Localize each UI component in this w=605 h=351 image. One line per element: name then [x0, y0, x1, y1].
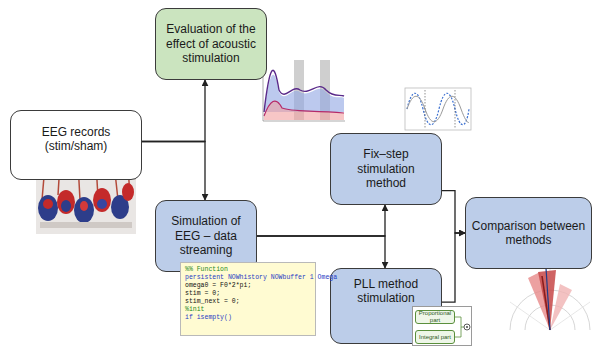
- sum-node: [464, 324, 470, 330]
- sum-dot: [466, 326, 468, 328]
- evaluation-plot-part: [264, 101, 344, 120]
- code-line: omega0 = F0*2*pi;: [185, 282, 311, 290]
- sine-picture-part: [407, 96, 469, 122]
- controller-label: Proportional part: [416, 310, 454, 324]
- process-box: Fix–step stimulation method: [330, 133, 442, 205]
- pll-block-picture: Proportional partIntegral part: [412, 306, 472, 346]
- input-box: EEG records (stim/sham): [10, 110, 142, 180]
- code-line: %init: [185, 306, 311, 314]
- eeg-photo-part: [43, 199, 53, 209]
- evaluation-plot-part: [264, 101, 344, 116]
- controller-label: Integral part: [419, 334, 451, 341]
- sine-picture: [405, 88, 471, 130]
- eeg-photo-part: [38, 195, 58, 221]
- connector-arrow: [142, 142, 205, 201]
- sine-picture-part: [425, 90, 455, 128]
- code-line: if isempty(): [185, 314, 311, 322]
- box-label: Fix–step stimulation method: [336, 147, 436, 190]
- output-box: Comparison between methods: [465, 197, 592, 269]
- box-label: Simulation of EEG – data streaming: [161, 214, 251, 257]
- code-line: %% Function: [185, 266, 311, 274]
- polar-plot: [500, 262, 592, 332]
- code-line: stim_next = 0;: [185, 298, 311, 306]
- evaluation-plot-part: [262, 58, 346, 122]
- polar-plot-part: [546, 268, 550, 330]
- box-label: Comparison between methods: [471, 219, 586, 248]
- controller-box: Proportional part: [415, 310, 455, 324]
- connector-arrow: [142, 80, 205, 142]
- connector-arrow: [442, 233, 465, 302]
- evaluation-box: Evaluation of the effect of acoustic sti…: [155, 8, 267, 80]
- controller-box: Integral part: [415, 330, 455, 344]
- connector-arrow: [257, 205, 385, 236]
- evaluation-plot: [262, 58, 346, 122]
- box-label: PLL method stimulation: [336, 277, 436, 306]
- evaluation-plot-part: [263, 59, 345, 121]
- eeg-photo-part: [40, 222, 132, 228]
- polar-plot-part: [550, 284, 572, 330]
- eeg-photo-part: [61, 200, 71, 212]
- sine-picture-part: [407, 93, 469, 125]
- code-snippet: %% Functionpersistent NOWhistory NOWbuff…: [180, 262, 316, 336]
- pll-wire: [455, 317, 464, 337]
- code-line: stim = 0;: [185, 290, 311, 298]
- eeg-photo-part: [122, 183, 134, 201]
- eeg-photo-part: [74, 197, 94, 223]
- box-label: EEG records (stim/sham): [16, 125, 136, 154]
- eeg-photo-part: [57, 190, 75, 214]
- connector-arrow: [442, 191, 465, 233]
- sine-picture-part: [405, 88, 471, 130]
- polar-plot-part: [510, 266, 590, 330]
- evaluation-plot-part: [264, 70, 344, 112]
- eeg-photo-part: [80, 201, 88, 211]
- code-line: persistent NOWhistory NOWbuffer 1 Omega: [185, 274, 311, 282]
- box-label: Evaluation of the effect of acoustic sti…: [161, 22, 261, 65]
- eeg-photo-part: [97, 199, 107, 209]
- polar-plot-part: [500, 262, 592, 332]
- eeg-photo-part: [93, 188, 111, 212]
